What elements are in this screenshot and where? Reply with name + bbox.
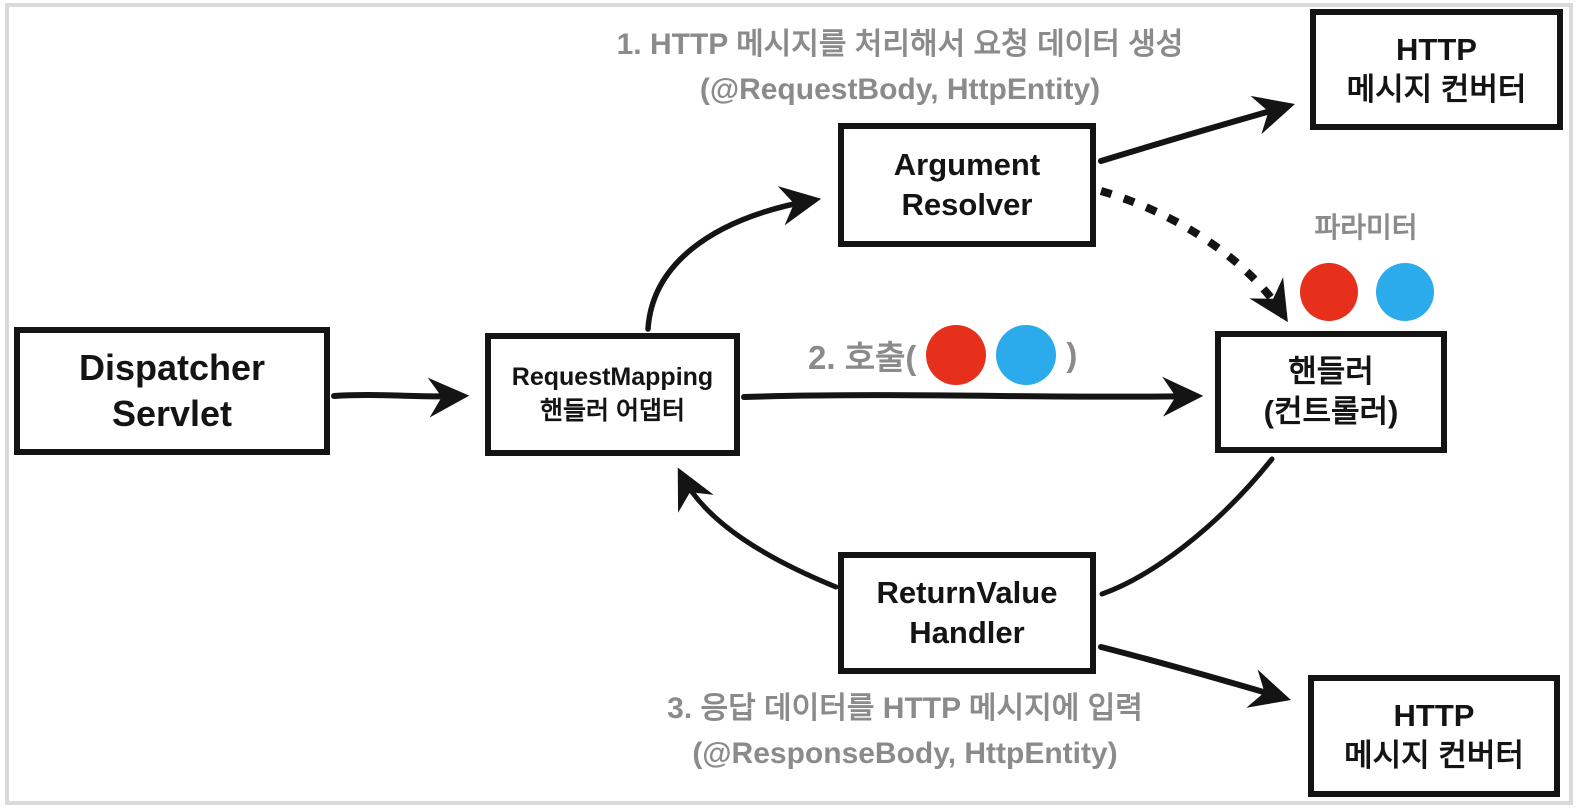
box-returnvalue-handler: ReturnValue Handler bbox=[838, 552, 1096, 674]
box-http-converter-top: HTTP 메시지 컨버터 bbox=[1310, 9, 1563, 130]
dispatcher-servlet-line2: Servlet bbox=[111, 393, 233, 434]
argument-resolver-line2: Resolver bbox=[901, 187, 1033, 222]
box-dispatcher-servlet: Dispatcher Servlet bbox=[14, 327, 330, 455]
arrow-argument-resolver-to-http-converter-top bbox=[1098, 95, 1296, 164]
arrow-returnvalue-handler-to-http-converter-bottom bbox=[1098, 644, 1291, 708]
handler-controller-line1: 핸들러 bbox=[1288, 354, 1374, 390]
http-converter-top-line2: 메시지 컨버터 bbox=[1346, 71, 1527, 107]
call-blue-dot-icon bbox=[996, 325, 1057, 385]
box-http-converter-bottom: HTTP 메시지 컨버터 bbox=[1308, 675, 1560, 797]
note-step2-prefix: 2. 호출( bbox=[808, 339, 917, 376]
note-step1-line2: (@RequestBody, HttpEntity) bbox=[699, 73, 1101, 106]
parameter-blue-dot-icon bbox=[1376, 263, 1434, 321]
arrow-returnvalue-handler-to-adapter bbox=[677, 467, 839, 590]
note-step1: 1. HTTP 메시지를 처리해서 요청 데이터 생성 (@RequestBod… bbox=[550, 22, 1250, 112]
note-step3-line2: (@ResponseBody, HttpEntity) bbox=[692, 737, 1118, 770]
note-step3-line1: 3. 응답 데이터를 HTTP 메시지에 입력 bbox=[667, 692, 1143, 725]
call-red-dot-icon bbox=[926, 325, 987, 385]
arrow-dispatcher-to-adapter bbox=[331, 377, 470, 418]
arrow-adapter-to-handler bbox=[741, 376, 1204, 417]
note-step3: 3. 응답 데이터를 HTTP 메시지에 입력 (@ResponseBody, … bbox=[555, 686, 1255, 776]
box-requestmapping-adapter: RequestMapping 핸들러 어댑터 bbox=[485, 333, 740, 456]
returnvalue-handler-line1: ReturnValue bbox=[876, 575, 1058, 611]
http-converter-bottom-line2: 메시지 컨버터 bbox=[1344, 738, 1524, 773]
connector-handler-to-returnvalue-handler bbox=[1099, 456, 1275, 597]
box-handler-controller: 핸들러 (컨트롤러) bbox=[1215, 331, 1447, 453]
parameter-red-dot-icon bbox=[1300, 263, 1358, 321]
handler-controller-line2: (컨트롤러) bbox=[1263, 394, 1399, 429]
arrow-adapter-to-argument-resolver bbox=[645, 186, 822, 332]
note-step1-line1: 1. HTTP 메시지를 처리해서 요청 데이터 생성 bbox=[616, 28, 1184, 61]
parameter-label: 파라미터 bbox=[1314, 212, 1418, 243]
requestmapping-adapter-line2: 핸들러 어댑터 bbox=[540, 396, 685, 425]
note-step2-call: 2. 호출( ) bbox=[808, 324, 1077, 386]
note-step2-suffix: ) bbox=[1066, 336, 1078, 373]
dispatcher-servlet-line1: Dispatcher bbox=[78, 346, 266, 388]
requestmapping-adapter-line1: RequestMapping bbox=[511, 362, 714, 391]
returnvalue-handler-line2: Handler bbox=[909, 615, 1025, 650]
argument-resolver-line1: Argument bbox=[893, 147, 1041, 183]
box-argument-resolver: Argument Resolver bbox=[838, 123, 1096, 247]
http-converter-bottom-line1: HTTP bbox=[1393, 698, 1475, 734]
parameter-dots bbox=[1300, 263, 1434, 321]
http-converter-top-line1: HTTP bbox=[1396, 31, 1477, 67]
arrow-argument-resolver-to-handler-dashed bbox=[1099, 187, 1288, 323]
